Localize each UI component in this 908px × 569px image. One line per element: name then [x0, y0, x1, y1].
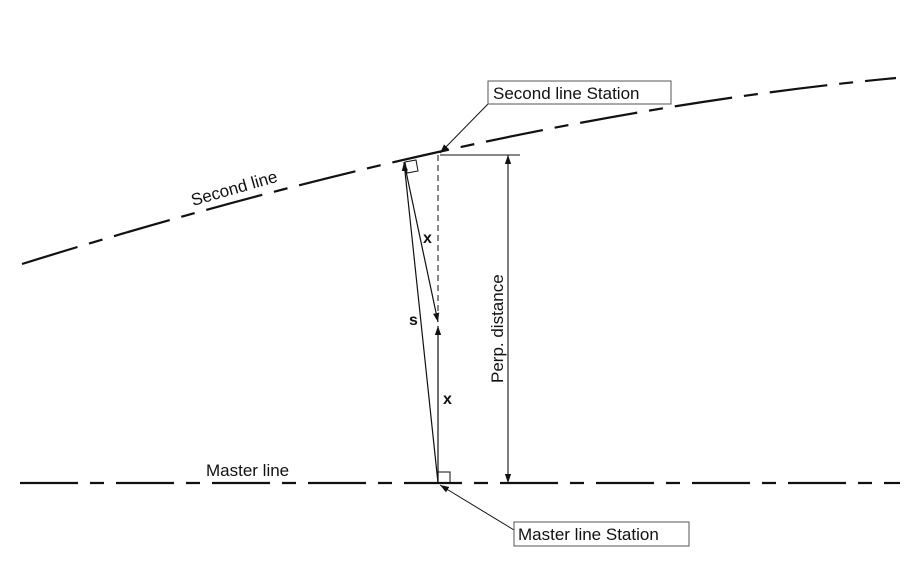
right-angle-marker-upper	[404, 159, 419, 174]
master-line-label: Master line	[206, 461, 289, 480]
s-symbol: s	[409, 312, 418, 329]
perp-distance-label: Perp. distance	[488, 274, 507, 383]
second-line-curve	[21, 76, 897, 266]
master-station-callout-box	[513, 521, 690, 547]
second-station-callout-box	[487, 80, 672, 105]
second-station-leader	[439, 103, 489, 154]
second-line-label: Second line	[189, 167, 280, 210]
second-station-callout-text: Second line Station	[493, 84, 640, 103]
right-angle-marker-lower	[438, 471, 451, 483]
master-station-leader	[439, 484, 515, 531]
x-vector-upper	[403, 161, 440, 323]
x-symbol-upper: x	[423, 230, 432, 247]
master-station-callout-text: Master line Station	[518, 525, 659, 544]
s-vector	[401, 161, 439, 484]
x-symbol-lower: x	[443, 391, 452, 408]
